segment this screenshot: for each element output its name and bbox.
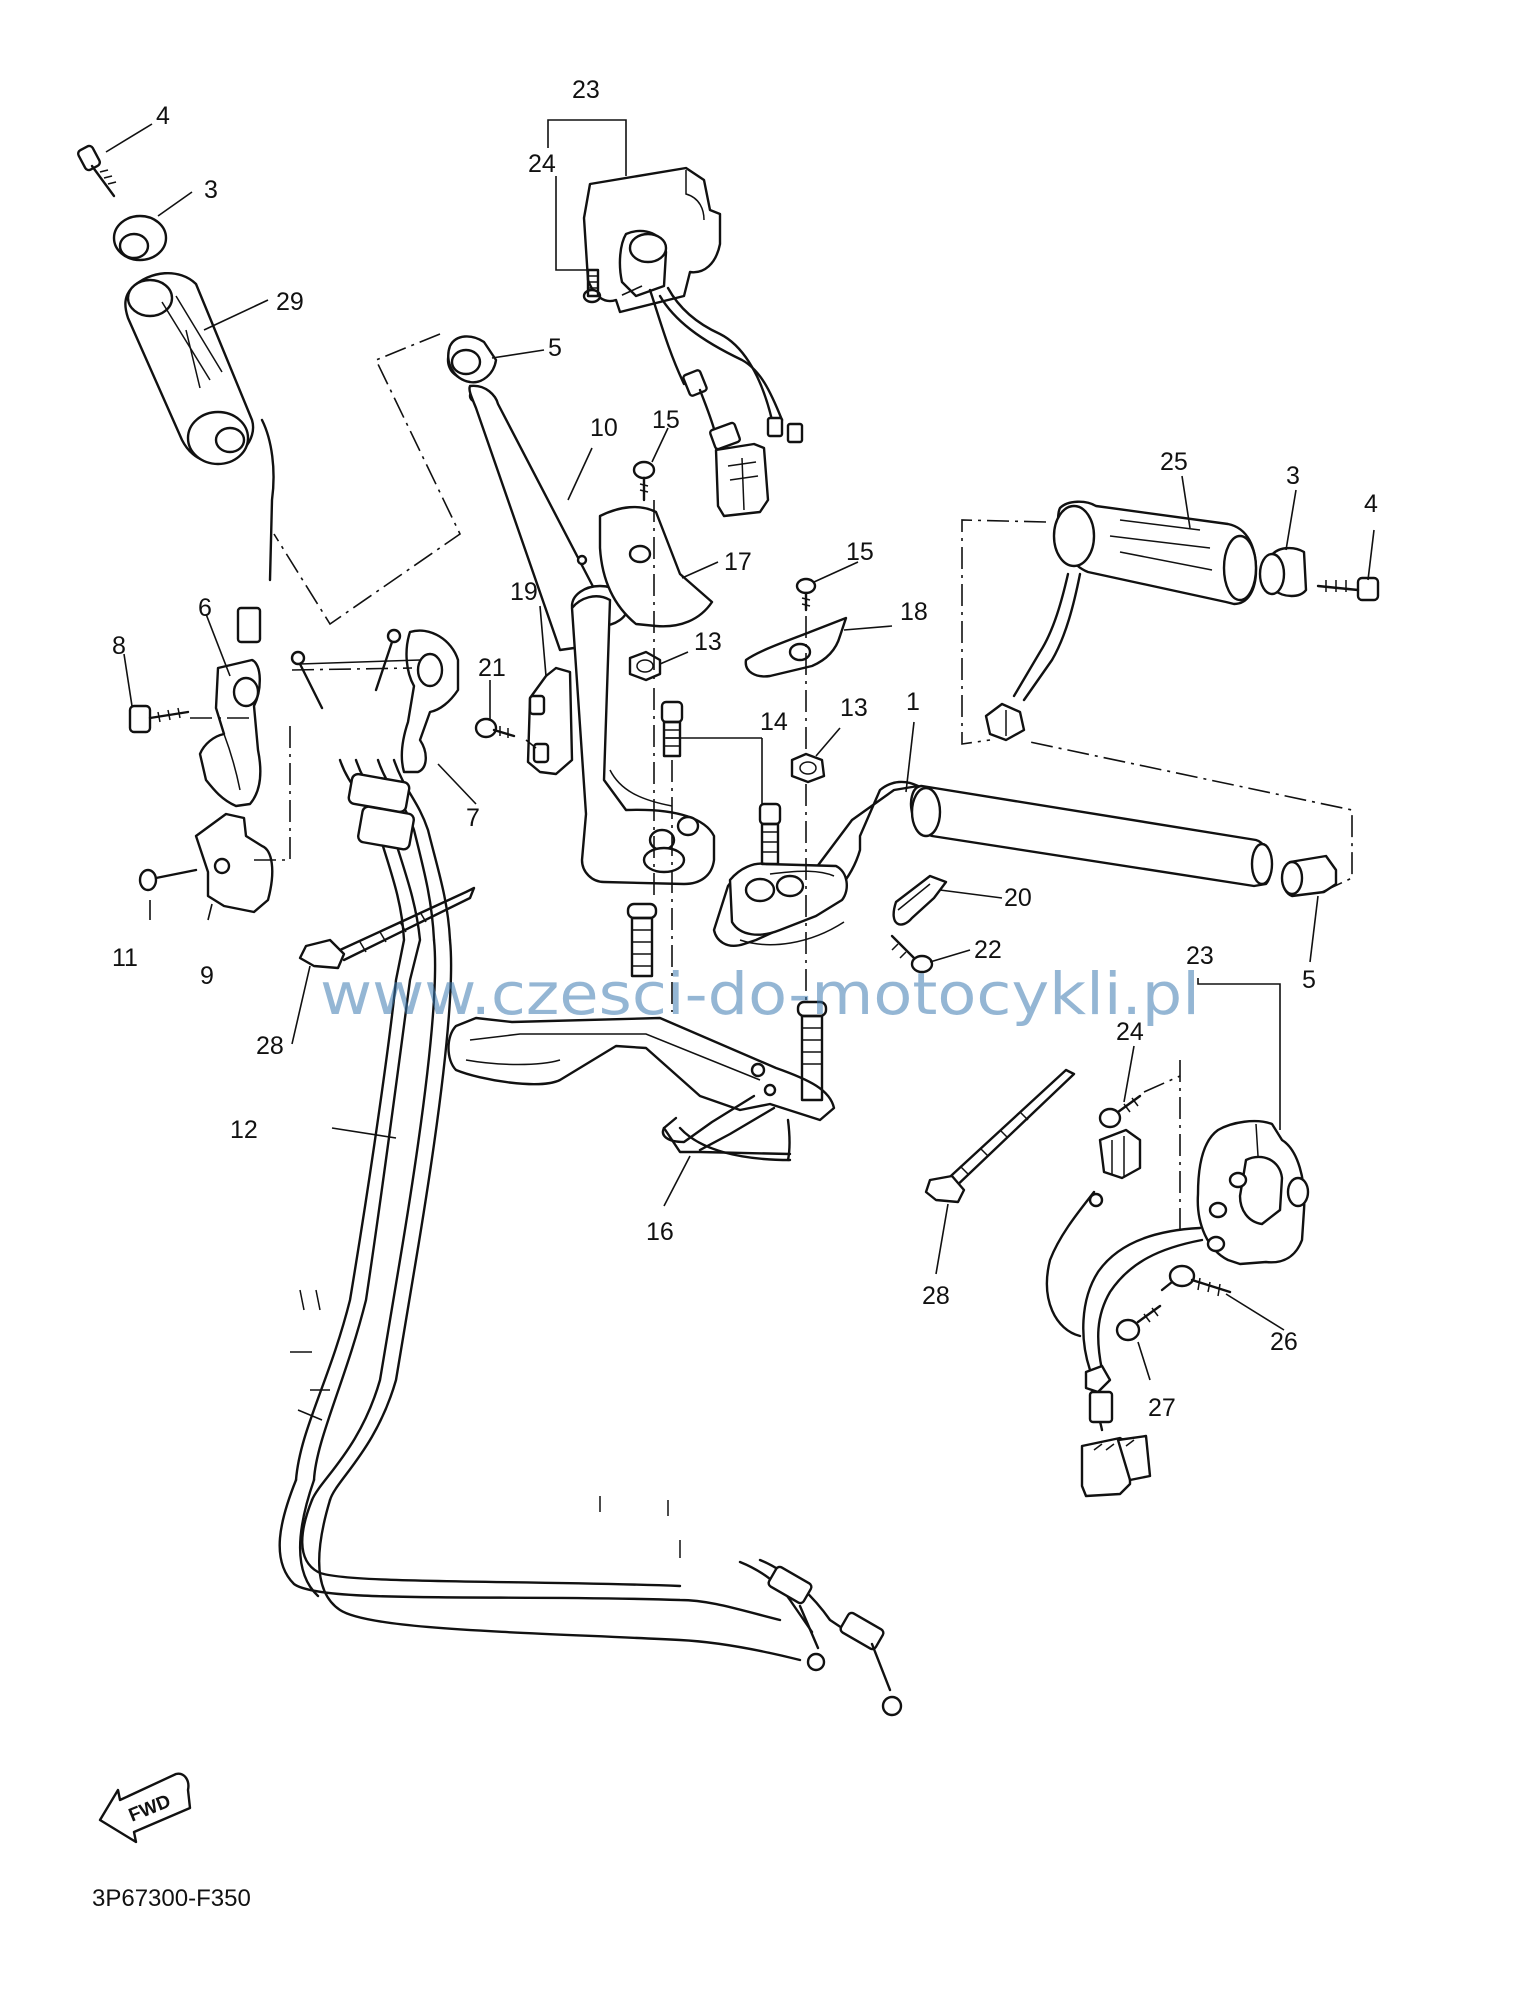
callout-label: 24 — [1116, 1018, 1144, 1046]
callout-label: 21 — [478, 654, 506, 682]
callout-label: 18 — [900, 598, 928, 626]
callout-label: 19 — [510, 578, 538, 606]
screw-20-right — [890, 934, 934, 974]
callout-label: 12 — [230, 1116, 258, 1144]
clip-18 — [892, 874, 948, 926]
bolt-15-right — [795, 577, 817, 612]
bolt-5-left — [76, 144, 117, 198]
grip-end-3-left — [112, 214, 168, 262]
callout-label: 7 — [466, 804, 480, 832]
throttle-housing-6 — [198, 658, 262, 808]
callout-label: 23 — [1186, 942, 1214, 970]
handlebar-1 — [712, 780, 1274, 947]
callout-label: 26 — [1270, 1328, 1298, 1356]
throttle-housing-cover-7 — [400, 629, 460, 774]
callout-label: 29 — [276, 288, 304, 316]
screw-20-left — [474, 717, 516, 739]
nut-13-right — [790, 752, 826, 784]
callout-label: 1 — [906, 688, 920, 716]
callout-label: 15 — [652, 406, 680, 434]
callout-numbers: 4 3 29 23 24 5 10 15 17 6 8 19 21 13 14 … — [112, 76, 1378, 1422]
callout-label: 24 — [528, 150, 556, 178]
throttle-grip-29 — [124, 271, 275, 644]
cover-17 — [598, 505, 714, 628]
watermark: www.czesci-do-motocykli.pl — [320, 960, 1200, 1028]
switch-assembly-23 — [1045, 1119, 1310, 1498]
callout-label: 4 — [156, 102, 170, 130]
callout-label: 15 — [846, 538, 874, 566]
callout-label: 3 — [1286, 462, 1300, 490]
switch-block-9 — [194, 812, 274, 914]
bolt-15-upper — [632, 460, 656, 502]
callout-label: 25 — [1160, 448, 1188, 476]
callout-label: 11 — [112, 944, 138, 972]
screw-24 — [1098, 1094, 1142, 1129]
callout-label: 8 — [112, 632, 126, 660]
grip-25 — [984, 500, 1258, 742]
callout-label: 9 — [200, 962, 214, 990]
callout-label: 13 — [840, 694, 868, 722]
switch-assembly-21 — [582, 166, 804, 518]
bolt-5-right — [1316, 576, 1380, 602]
callout-label: 13 — [694, 628, 722, 656]
cable-tie-28-left — [298, 886, 476, 970]
callout-label: 20 — [1004, 884, 1032, 912]
leader-lines — [105, 119, 1375, 1381]
cable-tie-28-right — [924, 1068, 1076, 1204]
bolt-14-right — [758, 802, 782, 866]
callout-label: 28 — [256, 1032, 284, 1060]
cover-16 — [744, 616, 848, 678]
callout-label: 14 — [760, 708, 788, 736]
callout-label: 10 — [590, 414, 618, 442]
callout-label: 5 — [1302, 966, 1316, 994]
cable-ends — [290, 628, 421, 710]
callout-label: 5 — [548, 334, 562, 362]
grip-end-4-left — [447, 335, 498, 384]
callout-label: 28 — [922, 1282, 950, 1310]
callout-label: 27 — [1148, 1394, 1176, 1422]
screw-10 — [138, 868, 198, 892]
screw-26 — [1160, 1264, 1232, 1297]
callout-label: 17 — [724, 548, 752, 576]
callout-label: 22 — [974, 936, 1002, 964]
callout-label: 23 — [572, 76, 600, 104]
grip-end-4-right — [1280, 854, 1338, 898]
callout-label: 6 — [198, 594, 212, 622]
dashed-guides — [190, 285, 1353, 1232]
bolt-8 — [128, 704, 190, 734]
bolt-14-left — [660, 700, 684, 758]
nut-13-left — [628, 650, 662, 682]
callout-label: 16 — [646, 1218, 674, 1246]
callout-label: 4 — [1364, 490, 1378, 518]
callout-label: 3 — [204, 176, 218, 204]
holder-12 — [447, 902, 836, 1162]
grip-end-3-right — [1258, 546, 1308, 598]
catalog-code: 3P67300-F350 — [92, 1885, 251, 1912]
screw-22 — [582, 268, 602, 304]
throttle-cables-11 — [278, 758, 903, 1717]
screw-27 — [1115, 1304, 1162, 1342]
bracket-19 — [526, 666, 574, 776]
fwd-arrow-icon: FWD — [98, 1772, 192, 1844]
